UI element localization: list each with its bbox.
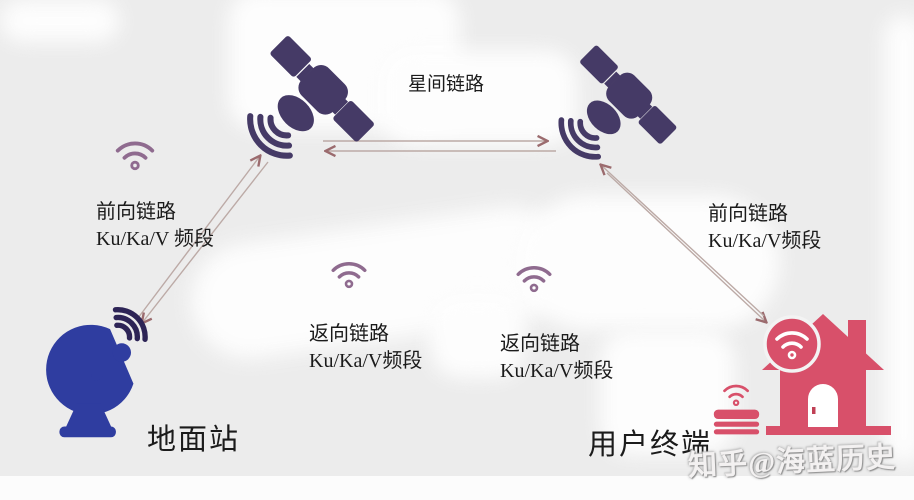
forward-link-right-label: 前向链路 Ku/Ka/V频段: [708, 203, 822, 252]
background-patch: [382, 50, 577, 145]
inter-satellite-link-label: 星间链路: [408, 74, 485, 95]
background-patch: [884, 15, 914, 465]
wifi-icon: [513, 258, 555, 295]
ground-signal-arcs: [112, 307, 148, 342]
user-terminal-label: 用户终端: [588, 429, 713, 461]
background-bottom-strip: [0, 476, 914, 500]
satellite-left-icon: [238, 30, 380, 172]
wifi-badge-glyph: [775, 331, 809, 360]
background-patch: [600, 330, 735, 455]
satellite-right-icon: [550, 40, 682, 172]
ground-station-label: 地面站: [147, 424, 241, 456]
forward-link-left-label: 前向链路 Ku/Ka/V 频段: [96, 201, 214, 250]
wifi-icon: [328, 254, 370, 291]
house-door: [808, 384, 838, 427]
wifi-icon: [112, 133, 158, 173]
door-handle: [812, 407, 816, 414]
ground-station-icon: [38, 302, 150, 442]
return-link-left-label: 返向链路 Ku/Ka/V频段: [309, 323, 423, 372]
user-terminal-house-icon: [755, 310, 892, 440]
router-icon: [709, 384, 764, 437]
return-link-right-label: 返向链路 Ku/Ka/V频段: [500, 333, 614, 382]
background-patch: [430, 298, 525, 378]
background-patch: [0, 0, 120, 42]
